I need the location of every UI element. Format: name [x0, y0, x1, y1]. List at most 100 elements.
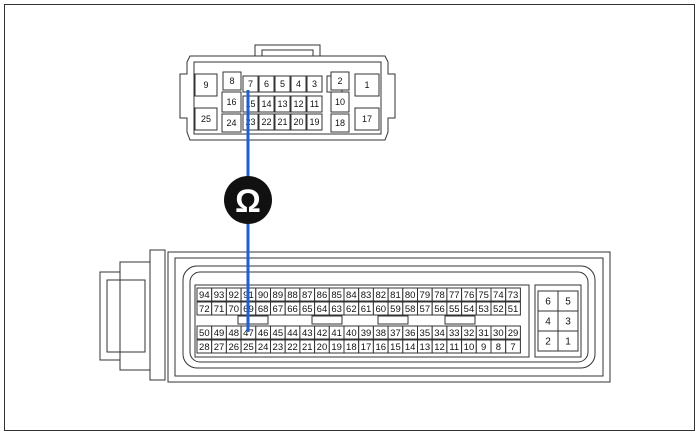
- pin-cell: 88: [285, 288, 300, 301]
- pin-cell: 24: [222, 114, 241, 132]
- pin-number: 16: [375, 342, 386, 353]
- pin-cell: 11: [447, 340, 462, 353]
- pin-cell: 68: [256, 302, 271, 315]
- pin-number: 8: [496, 342, 501, 353]
- pin-number: 3: [565, 317, 571, 328]
- pin-number: 53: [478, 304, 489, 315]
- pin-cell: 15: [243, 96, 258, 112]
- pin-cell: 10: [462, 340, 477, 353]
- pin-number: 18: [335, 118, 345, 128]
- pin-number: 24: [258, 342, 269, 353]
- pin-number: 70: [228, 304, 239, 315]
- pin-number: 93: [214, 290, 225, 301]
- pin-number: 72: [199, 304, 210, 315]
- pin-number: 94: [199, 290, 210, 301]
- pin-cell: 9: [195, 74, 217, 96]
- pin-number: 88: [287, 290, 298, 301]
- pin-number: 17: [362, 114, 372, 124]
- pin-cell: 10: [331, 92, 349, 112]
- pin-cell: 17: [355, 108, 379, 130]
- pin-number: 43: [302, 328, 313, 339]
- pin-cell: 50: [197, 326, 212, 339]
- pin-cell: 20: [291, 114, 306, 130]
- pin-cell: 61: [359, 302, 374, 315]
- pin-number: 44: [287, 328, 298, 339]
- pin-number: 68: [258, 304, 269, 315]
- pin-cell: 60: [373, 302, 388, 315]
- pin-cell: 15: [388, 340, 403, 353]
- pin-cell: 78: [432, 288, 447, 301]
- pin-cell: 2: [538, 331, 558, 351]
- pin-number: 75: [478, 290, 489, 301]
- pin-number: 74: [493, 290, 504, 301]
- pin-number: 6: [545, 297, 551, 308]
- pin-cell: 43: [300, 326, 315, 339]
- pin-cell: 84: [344, 288, 359, 301]
- pin-cell: 86: [315, 288, 330, 301]
- pin-cell: 18: [331, 114, 349, 132]
- pin-number: 38: [375, 328, 386, 339]
- pin-number: 90: [258, 290, 269, 301]
- pin-cell: 26: [226, 340, 241, 353]
- pin-number: 50: [199, 328, 210, 339]
- pin-cell: 25: [241, 340, 256, 353]
- pin-cell: 38: [373, 326, 388, 339]
- pin-cell: 18: [344, 340, 359, 353]
- pin-number: 41: [331, 328, 342, 339]
- pin-number: 6: [264, 79, 269, 89]
- pin-number: 17: [361, 342, 372, 353]
- pin-cell: 57: [418, 302, 433, 315]
- pin-cell: 21: [300, 340, 315, 353]
- pin-cell: 17: [359, 340, 374, 353]
- pin-cell: 1: [558, 331, 578, 351]
- pin-cell: 45: [271, 326, 286, 339]
- pin-cell: 40: [344, 326, 359, 339]
- pin-cell: 76: [462, 288, 477, 301]
- pin-number: 54: [464, 304, 475, 315]
- pin-cell: 77: [447, 288, 462, 301]
- pin-number: 35: [420, 328, 431, 339]
- pin-number: 30: [493, 328, 504, 339]
- pin-cell: 80: [403, 288, 418, 301]
- pin-number: 24: [226, 118, 236, 128]
- pin-cell: 4: [538, 311, 558, 331]
- pin-cell: 79: [418, 288, 433, 301]
- pin-number: 19: [331, 342, 342, 353]
- pin-cell: 52: [491, 302, 506, 315]
- pin-number: 81: [390, 290, 401, 301]
- pin-cell: 7: [243, 76, 258, 92]
- pin-number: 9: [481, 342, 486, 353]
- pin-cell: 3: [307, 76, 322, 92]
- bottom-connector: [100, 250, 610, 382]
- pin-number: 65: [302, 304, 313, 315]
- pin-cell: 83: [359, 288, 374, 301]
- pin-cell: 82: [373, 288, 388, 301]
- pin-cell: 85: [329, 288, 344, 301]
- pin-number: 76: [464, 290, 475, 301]
- pin-cell: 44: [285, 326, 300, 339]
- pin-number: 27: [214, 342, 225, 353]
- pin-cell: 46: [256, 326, 271, 339]
- pin-cell: 35: [418, 326, 433, 339]
- pin-number: 13: [420, 342, 431, 353]
- pin-cell: 90: [256, 288, 271, 301]
- pin-cell: 19: [307, 114, 322, 130]
- pin-cell: 31: [476, 326, 491, 339]
- pin-number: 10: [464, 342, 475, 353]
- pin-cell: 5: [558, 291, 578, 311]
- pin-number: 48: [228, 328, 239, 339]
- pin-cell: 39: [359, 326, 374, 339]
- pin-cell: 63: [329, 302, 344, 315]
- pin-number: 14: [405, 342, 416, 353]
- pin-number: 60: [375, 304, 386, 315]
- pin-number: 22: [261, 117, 271, 127]
- pin-number: 7: [510, 342, 515, 353]
- pin-cell: 92: [226, 288, 241, 301]
- pin-number: 40: [346, 328, 357, 339]
- pin-number: 57: [420, 304, 431, 315]
- pin-cell: 33: [447, 326, 462, 339]
- pin-number: 71: [214, 304, 225, 315]
- pin-number: 73: [508, 290, 519, 301]
- pin-number: 31: [478, 328, 489, 339]
